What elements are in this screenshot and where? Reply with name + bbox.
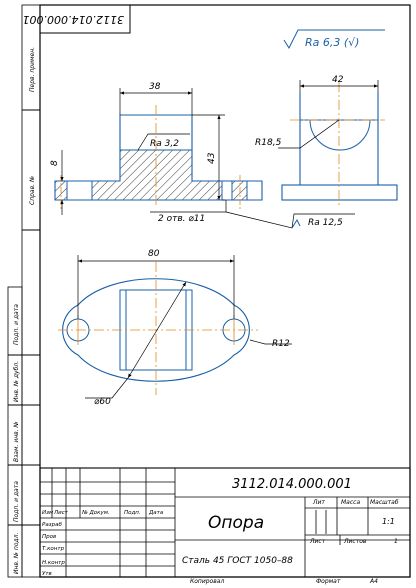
side-label-1: Перв. примен. xyxy=(29,47,36,92)
row-tkontr: Т.контр xyxy=(42,546,65,552)
row-nkontr: Н.контр xyxy=(42,560,65,566)
side-label-6: Подп. и дата xyxy=(13,481,20,522)
designation: 3112.014.000.001 xyxy=(232,477,352,492)
part-title: Опора xyxy=(208,513,264,533)
dim-43: 43 xyxy=(207,152,217,164)
row-utv: Утв xyxy=(42,571,52,577)
front-view xyxy=(54,105,263,210)
dim-d60: ⌀60 xyxy=(94,397,111,407)
designation-rotated: 3112.014.000.001 xyxy=(23,13,124,26)
side-label-7: Инв. № подл. xyxy=(13,533,20,574)
roughness-bottom-sign xyxy=(291,218,301,229)
title-block-text: 3112.014.000.001 Опора Сталь 45 ГОСТ 105… xyxy=(182,477,399,585)
dim-r12: R12 xyxy=(272,339,290,349)
scale-label: Масштаб xyxy=(370,499,399,506)
format-label: Формат xyxy=(316,578,341,585)
col-date: Дата xyxy=(148,510,164,516)
general-roughness-text: Ra 6,3 (√) xyxy=(305,36,359,49)
dim-8: 8 xyxy=(50,160,60,166)
roughness-inner: Ra 3,2 xyxy=(150,139,179,149)
dim-80: 80 xyxy=(148,249,160,259)
copied-label: Копировал xyxy=(190,578,224,585)
side-view-dim-labels: 42 R18,5 xyxy=(255,75,344,148)
col-doc: № Докум. xyxy=(81,510,110,516)
side-label-2: Справ. № xyxy=(29,176,36,205)
side-strip-labels: Перв. примен. Справ. № Подп. и дата Инв.… xyxy=(13,47,36,574)
roughness-bottom: Ra 12,5 xyxy=(308,218,343,228)
row-prov: Пров xyxy=(42,534,56,540)
top-view-dimensions xyxy=(77,255,292,399)
dim-r18: R18,5 xyxy=(255,138,282,148)
side-label-4: Инв. № дубл. xyxy=(13,361,20,402)
title-block-rows: Разраб Пров Т.контр Н.контр Утв xyxy=(42,522,65,577)
dim-42: 42 xyxy=(332,75,344,85)
title-block-columns: Изм Лист № Докум. Подп. Дата xyxy=(42,510,164,516)
dim-38: 38 xyxy=(149,82,161,92)
sheets-count: 1 xyxy=(394,538,398,545)
side-view-dimensions xyxy=(278,80,379,149)
front-view-dim-labels: 38 43 8 2 отв. ⌀11 Ra 3,2 Ra 12,5 xyxy=(50,82,343,228)
side-view xyxy=(281,82,398,205)
scale-value: 1:1 xyxy=(382,517,395,526)
material: Сталь 45 ГОСТ 1050–88 xyxy=(182,556,293,566)
col-izm: Изм xyxy=(42,510,53,516)
mass-label: Масса xyxy=(341,499,360,506)
top-view-dim-labels: 80 R12 ⌀60 xyxy=(94,249,290,407)
side-label-3: Подп. и дата xyxy=(13,304,20,345)
col-sign: Подп. xyxy=(124,510,141,516)
dim-holes: 2 отв. ⌀11 xyxy=(158,214,205,224)
title-block-frame xyxy=(39,467,411,578)
front-view-dimensions xyxy=(60,88,355,229)
side-label-5: Взам. инв. № xyxy=(13,421,20,462)
sheets-label: Листов xyxy=(343,538,367,545)
sheet-label: Лист xyxy=(309,538,326,545)
col-list: Лист xyxy=(53,510,69,516)
lit-label: Лит xyxy=(312,499,325,506)
format-value: А4 xyxy=(369,578,378,585)
row-razrab: Разраб xyxy=(42,522,62,528)
general-roughness: Ra 6,3 (√) xyxy=(283,29,385,50)
